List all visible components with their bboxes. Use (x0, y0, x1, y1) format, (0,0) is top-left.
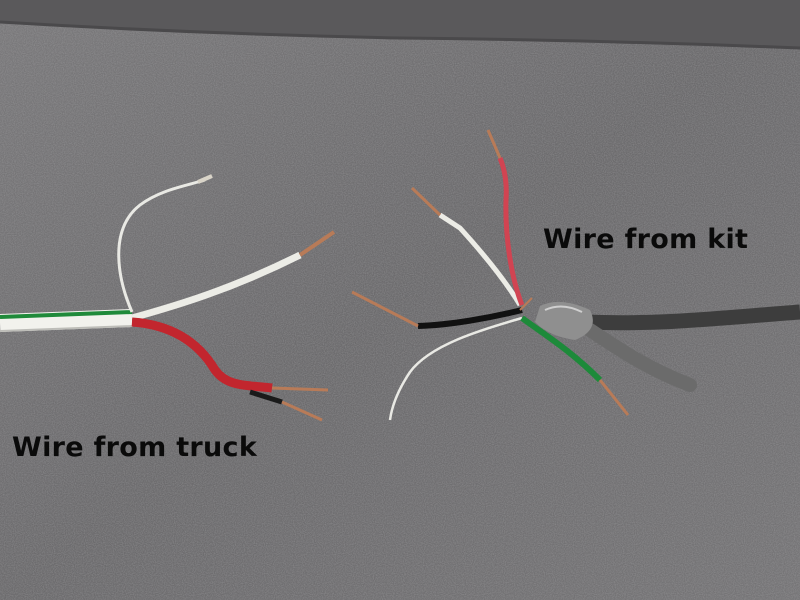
kit-black-wire-tip (351, 290, 419, 328)
truck-black-lead-tip (281, 400, 323, 422)
kit-red-wire (497, 157, 525, 306)
kit-gray-cable (584, 304, 800, 331)
kit-foil-highlight (544, 305, 583, 313)
trim-strip-edge (0, 20, 800, 50)
truck-thin-white-tip (197, 174, 213, 184)
truck-white-wire-tip (298, 230, 336, 257)
trim-strip (0, 0, 800, 48)
kit-black-wire (417, 307, 523, 329)
kit-white-wire-tip (410, 186, 442, 217)
truck-red-wire-tip (271, 386, 329, 392)
kit-stray-strand (519, 297, 533, 311)
kit-red-wire-tip (486, 129, 502, 159)
truck-cable-shadow (0, 325, 133, 332)
truck-white-wire (131, 251, 302, 322)
kit-gray-sleeve (583, 323, 697, 392)
truck-cable-jacket (0, 309, 133, 332)
caption-wire-from-kit: Wire from kit (543, 224, 749, 255)
truck-red-wire (131, 317, 273, 393)
kit-green-wire-tip (598, 379, 630, 416)
kit-thin-white-wire (388, 316, 523, 421)
truck-cable-stripe (0, 310, 133, 319)
kit-white-wire (438, 212, 523, 307)
truck-thin-white-wire (117, 178, 206, 313)
truck-black-lead (249, 389, 283, 405)
caption-wire-from-truck: Wire from truck (12, 432, 258, 463)
kit-green-wire (520, 315, 603, 383)
